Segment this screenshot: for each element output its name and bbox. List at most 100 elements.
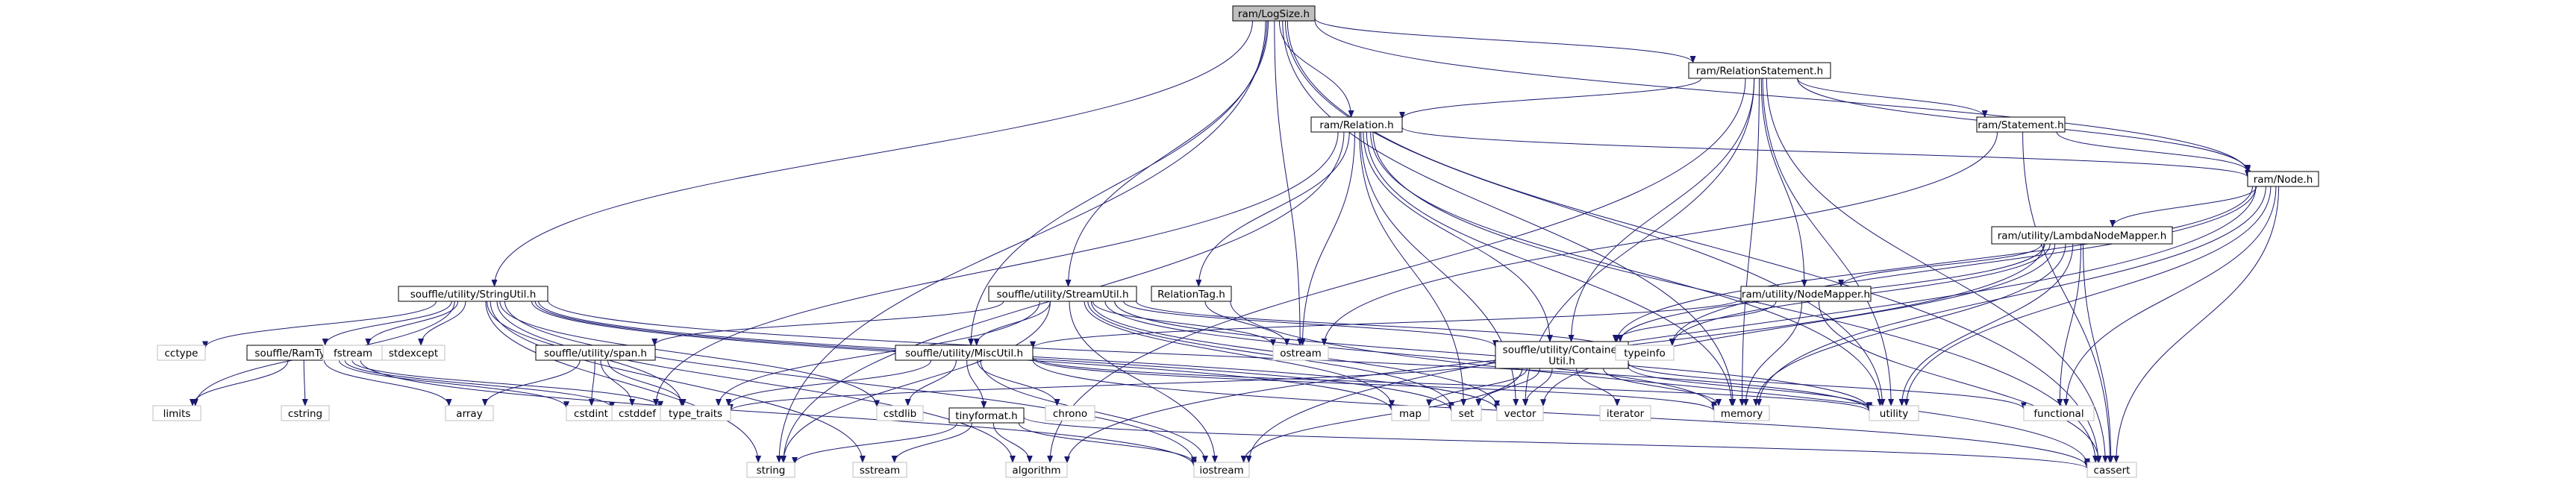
edge-streamutil-to-span — [651, 301, 1004, 346]
edge-logsize-to-stringutil — [491, 20, 1253, 287]
edge-tinyformat-to-iostream — [1018, 422, 1197, 465]
node-relation[interactable]: ram/Relation.h — [1310, 116, 1403, 133]
edge-container-to-iterator — [1576, 368, 1621, 406]
node-box-algorithm — [1005, 462, 1068, 478]
node-label-functional: functional — [2033, 408, 2083, 420]
edge-relstmt-to-relation — [1399, 78, 1702, 119]
edge-relation-to-cstddef — [652, 131, 1339, 406]
edge-streamutil-to-utility — [1114, 301, 1872, 411]
edge-span-to-cstddef — [600, 359, 636, 406]
node-streamutil[interactable]: souffle/utility/StreamUtil.h — [988, 286, 1137, 302]
node-box-cassert — [2086, 462, 2137, 478]
node-label-streamutil: souffle/utility/StreamUtil.h — [996, 289, 1128, 301]
node-label-typeinfo: typeinfo — [1624, 348, 1665, 359]
node-label-sstream: sstream — [860, 465, 900, 477]
edge-ramtypes-to-type_traits — [351, 359, 663, 409]
edge-container-to-type_traits — [728, 359, 1496, 412]
node-box-map — [1391, 405, 1430, 421]
node-tinyformat[interactable]: tinyformat.h — [948, 407, 1025, 424]
node-box-limits — [152, 405, 201, 421]
node-stringutil[interactable]: souffle/utility/StringUtil.h — [398, 286, 548, 302]
node-memory: memory — [1713, 405, 1770, 421]
edges-layer — [190, 18, 2280, 470]
node-label-iostream: iostream — [1199, 465, 1243, 477]
edge-relstmt-to-algorithm — [1047, 78, 1746, 463]
edge-stringutil-to-cctype — [202, 301, 437, 349]
edge-lnm-to-cassert — [2083, 243, 2114, 463]
node-box-iostream — [1193, 462, 1250, 478]
node-node[interactable]: ram/Node.h — [2247, 171, 2319, 187]
node-functional: functional — [2023, 405, 2095, 421]
edge-stringutil-to-fstream — [365, 301, 459, 346]
edge-reltag-to-ostream — [1204, 301, 1290, 346]
edge-statement-to-cassert — [2022, 131, 2113, 463]
edge-reltag-to-cassert — [1230, 301, 2090, 466]
node-label-cassert: cassert — [2094, 465, 2130, 477]
edge-streamutil-to-miscutil — [973, 301, 1051, 346]
edge-node-to-memory — [1756, 186, 2266, 406]
node-ostream: ostream — [1272, 345, 1329, 361]
edge-statement-to-ostream — [1321, 131, 1998, 346]
node-span[interactable]: souffle/utility/span.h — [535, 345, 656, 361]
node-label-tinyformat: tinyformat.h — [955, 410, 1017, 422]
node-miscutil[interactable]: souffle/utility/MiscUtil.h — [895, 345, 1034, 361]
edge-relation-to-reltag — [1195, 131, 1350, 287]
edge-nodemapper-to-miscutil — [1030, 298, 1742, 349]
node-logsize[interactable]: ram/LogSize.h — [1232, 5, 1316, 22]
edge-ramtypes-to-cstddef — [344, 359, 615, 409]
node-type_traits: type_traits — [660, 405, 731, 421]
node-label-stdexcept: stdexcept — [389, 348, 438, 359]
node-box-cctype — [157, 345, 206, 361]
edge-span-to-cstdint — [588, 359, 595, 406]
node-limits: limits — [152, 405, 201, 421]
edge-node-to-typeinfo — [1669, 186, 2257, 346]
node-label-nodemapper: ram/utility/NodeMapper.h — [1742, 289, 1870, 301]
edge-logsize-to-string — [776, 20, 1266, 463]
edge-nodemapper-to-memory — [1742, 301, 1803, 406]
node-vector: vector — [1496, 405, 1544, 421]
node-box-string — [746, 462, 795, 478]
node-label-lnm: ram/utility/LambdaNodeMapper.h — [1998, 230, 2167, 242]
edge-stringutil-to-stdexcept — [418, 301, 466, 346]
node-lnm[interactable]: ram/utility/LambdaNodeMapper.h — [1991, 226, 2173, 245]
edge-logsize-to-memory — [1282, 20, 1736, 406]
edge-node-to-iostream — [1245, 186, 2257, 463]
edge-ramtypes-to-cstdint — [339, 359, 569, 409]
node-label-memory: memory — [1721, 408, 1763, 420]
edge-container-to-set — [1475, 368, 1540, 406]
node-array: array — [445, 405, 494, 421]
edge-logsize-to-node — [1314, 19, 2251, 175]
node-label-string: string — [757, 465, 786, 477]
node-box-ostream — [1272, 345, 1329, 361]
edge-relation-to-node — [1401, 127, 2251, 178]
edge-relation-to-cassert — [1372, 131, 2099, 463]
edge-stringutil-to-string — [485, 301, 762, 463]
node-box-span — [535, 345, 656, 361]
edge-node-to-utility — [1903, 186, 2272, 406]
edge-statement-to-node — [2056, 131, 2251, 173]
edge-tinyformat-to-algorithm — [992, 422, 1033, 463]
edge-streamutil-to-ostream — [1092, 301, 1276, 347]
node-cctype: cctype — [157, 345, 206, 361]
edge-tinyformat-to-cassert — [1023, 417, 2090, 470]
edge-logsize-to-ostream — [1274, 20, 1304, 346]
node-label-relstmt: ram/RelationStatement.h — [1696, 66, 1823, 78]
node-label-cstddef: cstddef — [619, 408, 657, 420]
node-reltag[interactable]: RelationTag.h — [1151, 286, 1232, 302]
edge-miscutil-to-memory — [1032, 357, 1717, 412]
node-relstmt[interactable]: ram/RelationStatement.h — [1688, 62, 1831, 79]
node-stdexcept: stdexcept — [381, 345, 446, 361]
edge-streamutil-to-string — [780, 301, 1051, 463]
edge-relation-to-set — [1359, 131, 1467, 406]
node-label-map: map — [1399, 408, 1422, 420]
node-statement[interactable]: ram/Statement.h — [1976, 116, 2066, 133]
node-label-utility: utility — [1880, 408, 1908, 420]
node-box-type_traits — [660, 405, 731, 421]
node-box-lnm — [1991, 226, 2173, 245]
node-nodemapper[interactable]: ram/utility/NodeMapper.h — [1740, 286, 1872, 302]
node-box-iterator — [1599, 405, 1651, 421]
edge-logsize-to-miscutil — [968, 20, 1268, 346]
edge-logsize-to-streamutil — [1065, 20, 1269, 287]
